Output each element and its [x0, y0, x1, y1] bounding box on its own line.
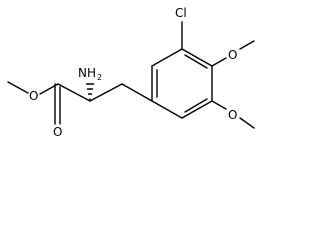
bond-methyl-o [7, 81, 29, 94]
bond-ch2-ring [121, 83, 153, 102]
bond-alpha-ch2 [89, 83, 123, 102]
atom-amino-n: NH [78, 66, 96, 80]
bond-ring-o-bottom [211, 100, 227, 110]
atom-amino-sub: 2 [97, 73, 102, 82]
benzene-ring [151, 48, 213, 119]
bond-ring-o-top [211, 57, 227, 67]
bond-o-bottom-methyl [239, 117, 255, 129]
bond-o-top-methyl [239, 40, 255, 50]
molecule-structure: Cl NH 2 O O O O [7, 6, 255, 139]
structure-canvas: Cl NH 2 O O O O [7, 6, 255, 139]
stereo-wedge-hashed [85, 83, 95, 102]
atom-methoxy-o-bottom: O [228, 108, 237, 122]
atom-methoxy-o-top: O [228, 48, 237, 62]
atom-chlorine: Cl [175, 6, 187, 20]
atom-ester-o-single: O [29, 89, 38, 103]
bond-carbonyl-alpha [57, 83, 91, 102]
atom-ester-o-double: O [53, 125, 62, 139]
